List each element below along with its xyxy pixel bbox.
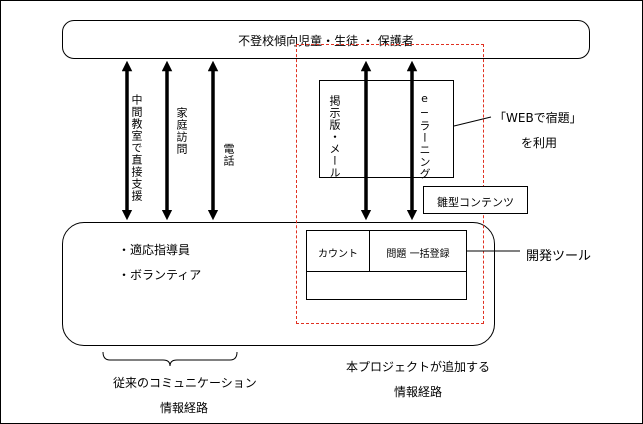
template-content-label: 雛型コンテンツ: [437, 196, 514, 209]
web-homework-box: [319, 80, 454, 178]
count-module: カウント: [306, 230, 370, 272]
traditional-route-line1: 従来のコミュニケーション: [113, 376, 257, 390]
leader-web-homework: [453, 116, 492, 127]
traditional-route-line2: 情報経路: [160, 401, 209, 415]
bulk-register-module-label: 問題 一括登録: [386, 249, 450, 260]
web-homework-annotation-line2: を利用: [521, 136, 558, 150]
count-module-label: カウント: [318, 249, 358, 260]
students-guardians-box: 不登校傾向児童・生徒 ・ 保護者: [62, 20, 590, 59]
web-homework-annotation-line1: 「WEBで宿題」: [494, 111, 582, 125]
project-route-line2: 情報経路: [394, 385, 443, 399]
brace-traditional: [102, 351, 238, 367]
channel-home-visit-label: 家庭訪問: [175, 107, 188, 155]
channel-elearning-label: e−ラーニング: [418, 92, 431, 180]
channel-middle-classroom-label: 中間教室で直接支援: [130, 94, 143, 202]
support-item-guidance-staff: ・適応指導員: [118, 243, 191, 257]
project-scope-area: [296, 44, 484, 324]
project-route-line1: 本プロジェクトが追加する: [346, 360, 491, 374]
template-content-box: 雛型コンテンツ: [423, 186, 528, 214]
channel-bulletin-label: 掲示版・メール: [328, 95, 341, 179]
dev-tool-annotation: 開発ツール: [526, 249, 592, 264]
channel-phone-label: 電話: [222, 143, 235, 167]
support-item-volunteer: ・ボランティア: [118, 268, 202, 282]
bulk-register-module: 問題 一括登録: [369, 230, 467, 272]
